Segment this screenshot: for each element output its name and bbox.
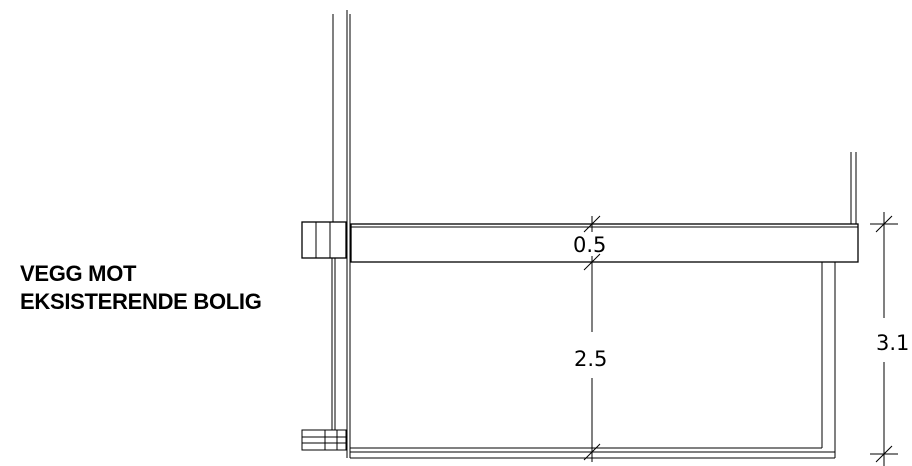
beam-bracket [301, 221, 347, 259]
dimension-middle: 0.5 2.5 [573, 215, 607, 462]
right-parapet [850, 152, 857, 224]
dimension-total-height-label: 3.1 [876, 331, 909, 355]
wall-label-line-1: VEGG MOT [20, 261, 137, 286]
right-column [821, 262, 836, 458]
existing-wall [331, 10, 351, 458]
wall-label: VEGG MOT EKSISTERENDE BOLIG [20, 260, 262, 316]
dimension-slab-label: 0.5 [573, 233, 606, 257]
dimension-wall-height-label: 2.5 [574, 347, 607, 371]
slab [350, 223, 859, 263]
foot-detail [301, 429, 347, 451]
wall-label-line-2: EKSISTERENDE BOLIG [20, 289, 262, 314]
dimension-right: 3.1 [870, 212, 909, 466]
